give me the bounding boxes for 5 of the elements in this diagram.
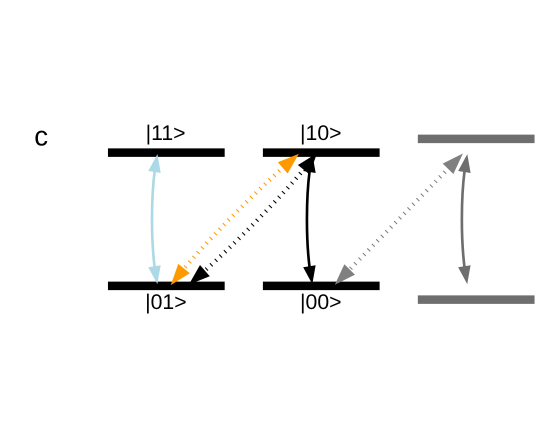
node-label: |11> — [146, 122, 186, 145]
label: c — [34, 120, 48, 152]
node-label: |00> — [300, 291, 342, 314]
node-label: |01> — [145, 291, 187, 314]
node-label: |10> — [300, 122, 342, 145]
